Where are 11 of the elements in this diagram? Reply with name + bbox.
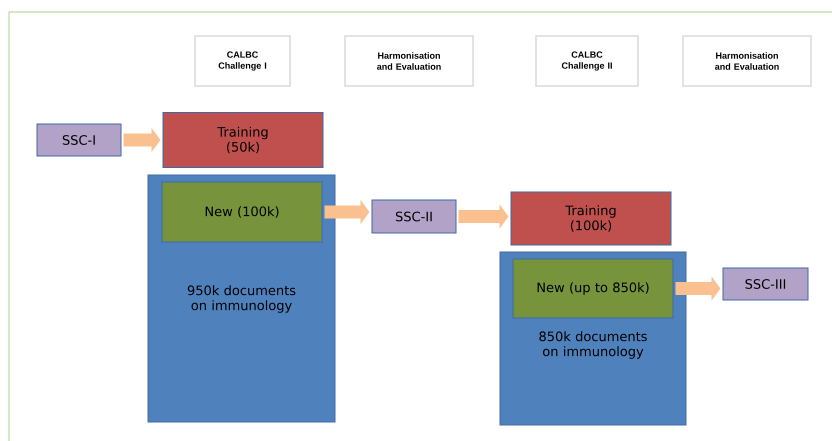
corpus-box: SSC-III xyxy=(722,268,808,300)
training-box: Training (100k) xyxy=(510,192,672,246)
phase-box: Harmonisation and Evaluation xyxy=(682,35,812,87)
phase-box: Harmonisation and Evaluation xyxy=(344,35,474,87)
corpus-box: SSC-II xyxy=(372,200,456,234)
corpus-box: SSC-I xyxy=(36,124,122,156)
new-box: New (up to 850k) xyxy=(512,258,674,318)
phase-box: CALBC Challenge I xyxy=(194,35,291,87)
new-box: New (100k) xyxy=(162,182,322,242)
training-box: Training (50k) xyxy=(162,112,324,168)
phase-box: CALBC Challenge II xyxy=(535,35,639,87)
